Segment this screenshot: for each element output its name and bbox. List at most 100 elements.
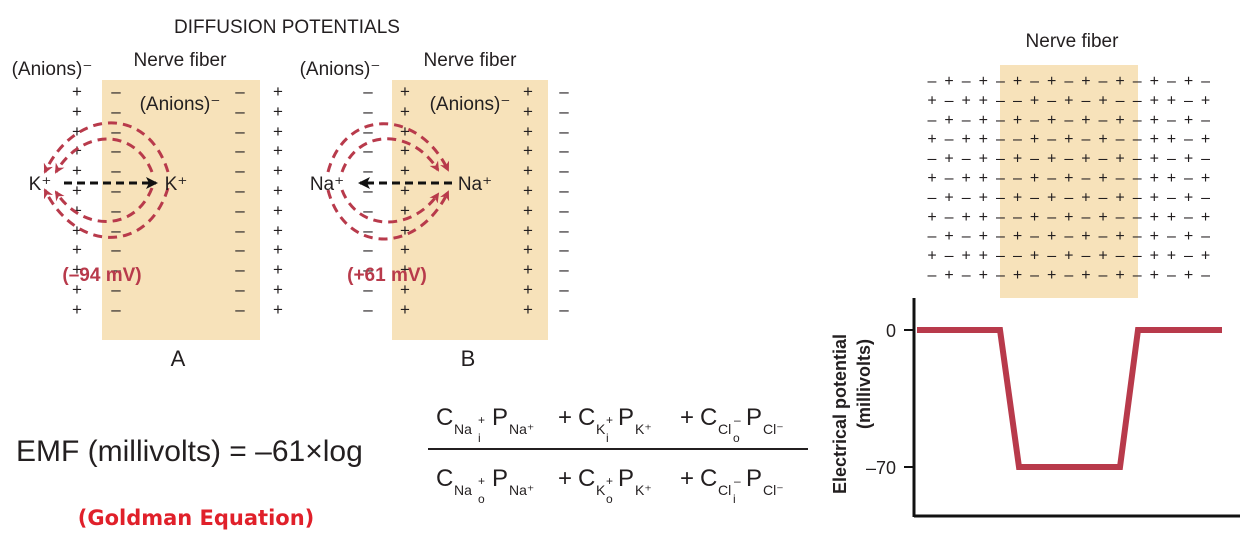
charge-plus: + — [1184, 112, 1193, 129]
charge-minus: – — [1030, 73, 1039, 90]
charge-minus: – — [945, 170, 954, 187]
charge-plus: + — [1201, 248, 1210, 265]
num-c-k-charge: + — [606, 413, 613, 427]
charge-minus: – — [1167, 112, 1176, 129]
num-c-k: C — [578, 404, 595, 431]
charge-minus: – — [363, 181, 373, 200]
num-p-na-sub: Na⁺ — [509, 421, 534, 437]
charge-plus: + — [400, 82, 410, 101]
charge-plus: + — [400, 201, 410, 220]
den-c-k-idx: o — [606, 492, 613, 506]
charge-plus: + — [273, 122, 283, 141]
charge-minus: – — [996, 170, 1005, 187]
charge-plus: + — [1081, 267, 1090, 284]
charge-minus: – — [363, 102, 373, 121]
charge-plus: + — [400, 181, 410, 200]
charge-minus: – — [1133, 73, 1142, 90]
charge-minus: – — [1133, 228, 1142, 245]
charge-minus: – — [559, 141, 569, 160]
charge-minus: – — [363, 82, 373, 101]
charge-minus: – — [1133, 112, 1142, 129]
charge-minus: – — [235, 260, 245, 279]
num-c-na-idx: i — [478, 431, 481, 445]
den-p-k-sub: K⁺ — [635, 482, 652, 498]
charge-minus: – — [1184, 209, 1193, 226]
charge-minus: – — [1047, 92, 1056, 109]
potential-profile-line — [917, 327, 1222, 470]
charge-plus: + — [523, 181, 533, 200]
plot-ylabel-line2: (millivolts) — [854, 339, 874, 429]
num-c-cl-sub: Cl — [718, 421, 731, 437]
charge-plus: + — [979, 131, 988, 148]
charge-minus: – — [1064, 73, 1073, 90]
charge-minus: – — [559, 260, 569, 279]
charge-plus: + — [1150, 131, 1159, 148]
charge-minus: – — [111, 221, 121, 240]
den-c-k-charge: + — [606, 474, 613, 488]
tick-zero-label: 0 — [886, 321, 896, 341]
charge-plus: + — [1081, 112, 1090, 129]
charge-plus: + — [273, 221, 283, 240]
panel-a-anions-outside-label: (Anions)⁻ — [12, 59, 93, 80]
charge-plus: + — [1150, 209, 1159, 226]
charge-minus: – — [559, 300, 569, 319]
charge-plus: + — [1013, 189, 1022, 206]
charge-minus: – — [1184, 131, 1193, 148]
charge-minus: – — [962, 228, 971, 245]
charge-plus: + — [400, 221, 410, 240]
charge-minus: – — [235, 181, 245, 200]
charge-minus: – — [559, 280, 569, 299]
charge-minus: – — [1133, 248, 1142, 265]
den-p-na: P — [492, 465, 508, 492]
figure-title: DIFFUSION POTENTIALS — [174, 17, 400, 38]
charge-minus: – — [1184, 170, 1193, 187]
num-c-cl-idx: o — [733, 431, 740, 445]
den-c-na: C — [436, 465, 453, 492]
charge-plus: + — [1081, 189, 1090, 206]
charge-plus: + — [927, 131, 936, 148]
den-plus-2: + — [680, 465, 694, 492]
charge-minus: – — [1167, 267, 1176, 284]
charge-minus: – — [962, 189, 971, 206]
panel-b-charges: –++––++––++––++––++––++––++––++––++––++–… — [363, 82, 569, 319]
charge-minus: – — [1201, 112, 1210, 129]
panel-a-ion-right: K⁺ — [165, 174, 188, 195]
den-p-na-sub: Na⁺ — [509, 482, 534, 498]
charge-minus: – — [996, 131, 1005, 148]
charge-minus: – — [111, 141, 121, 160]
den-p-cl: P — [746, 465, 762, 492]
charge-minus: – — [1064, 267, 1073, 284]
num-p-k-sub: K⁺ — [635, 421, 652, 437]
num-c-na-charge: + — [478, 413, 485, 427]
charge-plus: + — [1030, 131, 1039, 148]
charge-plus: + — [1167, 131, 1176, 148]
charge-plus: + — [1150, 170, 1159, 187]
den-c-k-sub: K — [596, 482, 606, 498]
charge-minus: – — [1201, 73, 1210, 90]
charge-plus: + — [400, 141, 410, 160]
charge-plus: + — [1098, 131, 1107, 148]
charge-plus: + — [400, 300, 410, 319]
charge-minus: – — [945, 92, 954, 109]
charge-minus: – — [1081, 170, 1090, 187]
charge-minus: – — [111, 122, 121, 141]
panel-b-letter: B — [461, 346, 476, 371]
charge-plus: + — [273, 181, 283, 200]
charge-plus: + — [400, 240, 410, 259]
charge-minus: – — [1184, 92, 1193, 109]
charge-minus: – — [1167, 73, 1176, 90]
charge-minus: – — [945, 131, 954, 148]
charge-minus: – — [1081, 92, 1090, 109]
charge-minus: – — [928, 189, 937, 206]
num-p-cl-sub: Cl⁻ — [763, 421, 784, 437]
charge-minus: – — [363, 141, 373, 160]
charge-plus: + — [1115, 189, 1124, 206]
charge-minus: – — [235, 240, 245, 259]
num-p-cl: P — [746, 404, 762, 431]
den-c-cl-sub: Cl — [718, 482, 731, 498]
charge-minus: – — [1081, 131, 1090, 148]
charge-minus: – — [996, 92, 1005, 109]
charge-minus: – — [235, 161, 245, 180]
charge-minus: – — [1167, 228, 1176, 245]
charge-minus: – — [1030, 189, 1039, 206]
